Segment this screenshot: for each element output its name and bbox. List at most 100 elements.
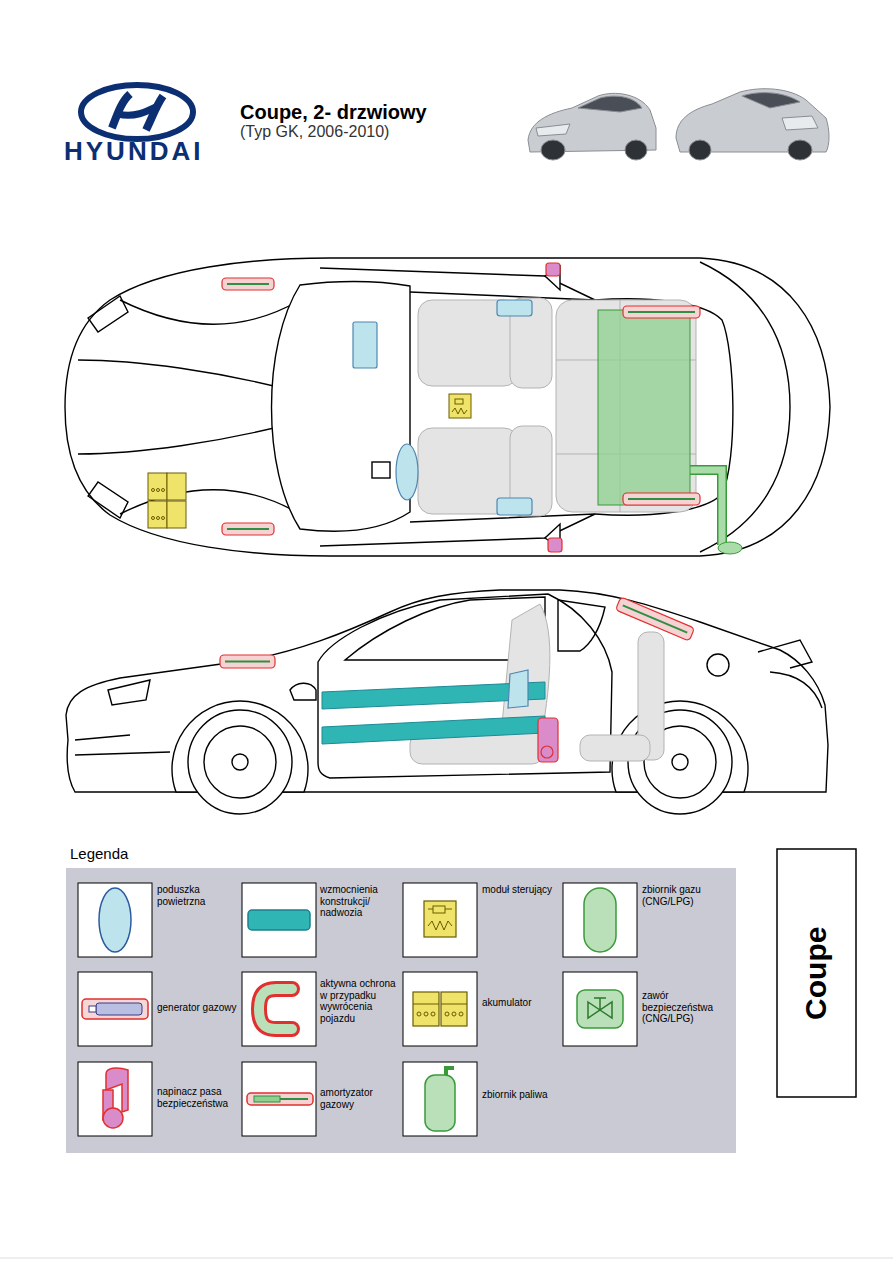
gas-strut-rod <box>227 283 269 285</box>
legend-icon <box>89 1006 96 1012</box>
battery <box>162 517 165 520</box>
car-top-view <box>78 360 290 390</box>
legend-text: napinacz pasa bezpieczeństwa <box>157 1086 237 1109</box>
car-side-view <box>75 735 170 755</box>
legend-icon <box>459 1012 463 1016</box>
car-photo <box>536 124 570 136</box>
control-module <box>449 394 471 418</box>
brand-logo <box>118 106 158 115</box>
fuel-tank <box>690 470 722 545</box>
gas-strut-rod <box>227 284 695 529</box>
car-top-view <box>372 462 390 478</box>
battery <box>148 473 167 500</box>
gas-strut <box>222 523 274 535</box>
legend-icon <box>445 1012 449 1016</box>
gas-strut <box>615 597 694 641</box>
belt-tensioner <box>538 718 558 762</box>
seat <box>556 300 696 512</box>
body-reinforcement <box>322 716 545 744</box>
car-side-view <box>188 710 292 814</box>
car-top-view <box>120 490 300 514</box>
gas-strut-rod <box>628 498 695 500</box>
battery <box>157 489 160 492</box>
car-photo <box>541 140 565 160</box>
car-photo <box>578 96 642 112</box>
car-side-view <box>770 672 822 708</box>
legend-icon <box>103 1108 123 1128</box>
control-module <box>452 408 467 414</box>
legend-icon-box <box>403 1062 477 1136</box>
legend-icon-box <box>78 883 152 957</box>
car-top-view <box>65 258 830 556</box>
car-photo <box>782 116 818 130</box>
car-photo <box>528 89 829 160</box>
legend-icon <box>254 1096 280 1102</box>
gas-strut <box>222 278 274 290</box>
airbag <box>497 300 532 316</box>
legend-icon-box <box>563 883 637 957</box>
car-side-view <box>204 726 276 798</box>
legend-icon-box <box>242 1062 316 1136</box>
fuel-tank <box>598 310 742 554</box>
belt-tensioner <box>546 263 560 276</box>
car-side-view <box>558 600 605 651</box>
legend-icon <box>247 1093 313 1105</box>
legend-icon-box <box>403 972 477 1046</box>
gas-strut <box>225 661 270 663</box>
control-module <box>449 394 471 418</box>
legend-icon <box>259 989 292 1029</box>
belt-tensioner <box>541 746 553 758</box>
car-top-view <box>78 424 290 454</box>
gas-strut <box>623 493 700 505</box>
car-side-view <box>758 640 812 668</box>
legend-icon <box>96 1003 142 1015</box>
battery <box>152 489 155 492</box>
gas-strut <box>615 597 694 641</box>
fuel-tank <box>718 542 742 554</box>
legend-text: zawór bezpieczeństwa (CNG/LPG) <box>642 990 730 1025</box>
battery <box>152 517 155 520</box>
gas-strut <box>220 597 695 668</box>
battery <box>157 517 160 520</box>
legend-icon <box>413 1004 467 1005</box>
battery <box>167 501 186 528</box>
gas-strut <box>220 655 275 668</box>
model-subtitle: (Typ GK, 2006-2010) <box>240 123 389 141</box>
car-side-view <box>318 594 612 778</box>
legend-text: generator gazowy <box>157 1002 241 1014</box>
airbag <box>497 498 532 515</box>
seat <box>580 735 650 761</box>
seat <box>418 298 696 516</box>
legend-icon <box>424 1012 428 1016</box>
legend-text: moduł sterujący <box>482 884 560 896</box>
gas-strut <box>623 605 687 632</box>
legend-text: zbiornik gazu (CNG/LPG) <box>642 884 730 907</box>
legend-icon-box <box>242 883 316 957</box>
fuel-tank <box>598 310 690 505</box>
legend-icon <box>425 1075 455 1131</box>
airbag <box>353 300 532 515</box>
car-side-view <box>672 754 688 770</box>
car-top-view <box>700 262 790 552</box>
airbag <box>353 322 377 368</box>
side-tab <box>777 849 856 1097</box>
legend-icon <box>433 906 445 913</box>
legend-text: poduszka powietrzna <box>157 884 237 907</box>
gas-strut <box>623 306 700 318</box>
brand-logo <box>81 85 193 139</box>
car-top-view <box>65 258 830 556</box>
legend-icon <box>428 909 452 930</box>
brand-logo <box>112 94 130 128</box>
car-photo <box>689 140 711 160</box>
belt-tensioner <box>546 263 562 552</box>
control-module <box>455 399 463 404</box>
airbag <box>396 444 418 500</box>
legend-icon-box <box>242 972 316 1046</box>
legend-icon <box>577 990 623 1028</box>
legend-icon <box>588 998 612 1018</box>
legend-icon <box>431 1012 435 1016</box>
fuel-tank <box>690 470 722 545</box>
car-side-view <box>232 754 248 770</box>
legend-icon-box <box>78 972 152 1046</box>
